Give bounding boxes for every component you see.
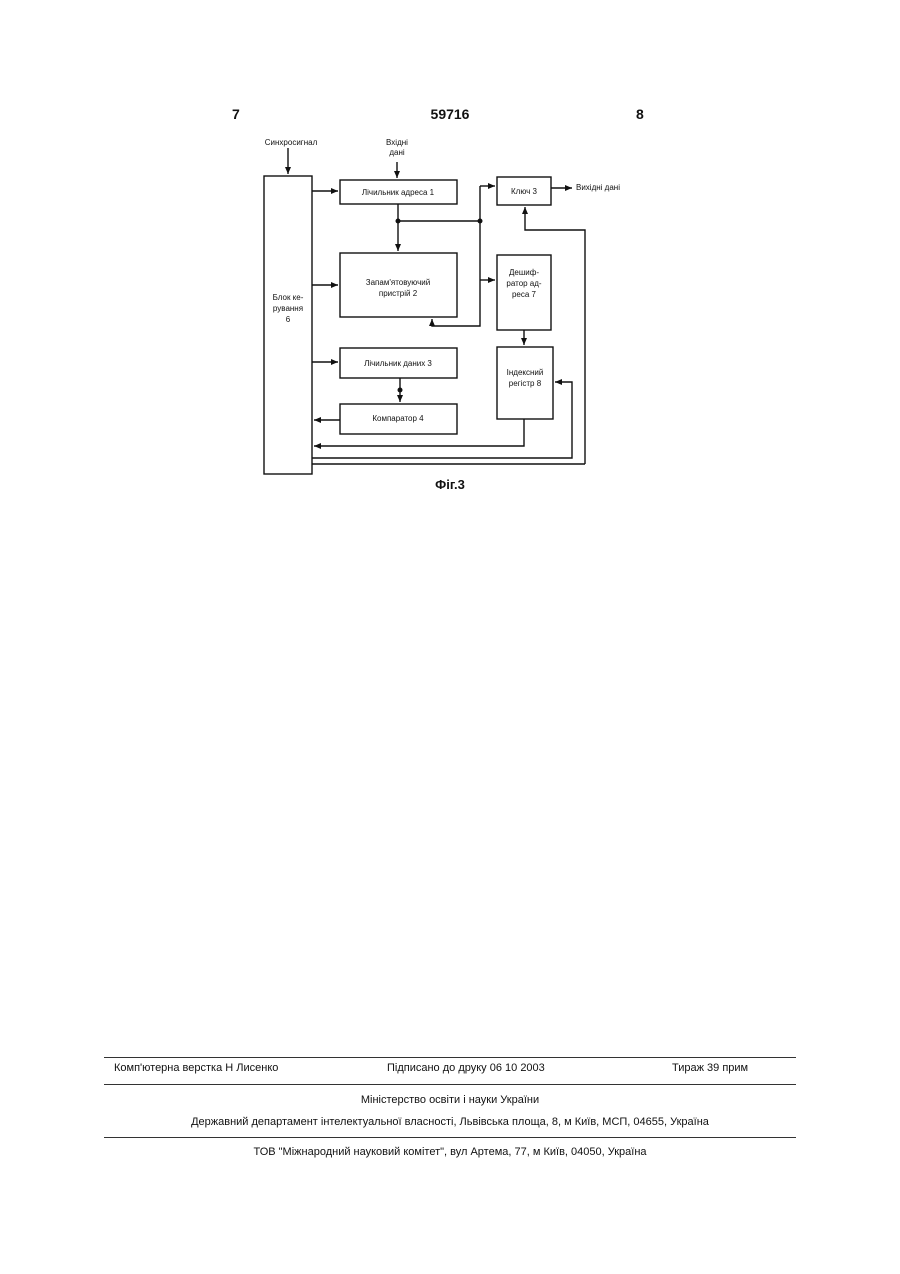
control-unit-label-2: рування: [273, 304, 303, 313]
control-unit-label: Блок ке-: [273, 293, 304, 302]
storage-label-2: пристрій 2: [379, 289, 418, 298]
footer-rule: [104, 1057, 796, 1058]
decoder-label-2: ратор ад-: [506, 279, 542, 288]
footer-signed: Підписано до друку 06 10 2003: [387, 1062, 545, 1074]
feedback-to-key: [525, 207, 585, 464]
junction-dot: [398, 388, 403, 393]
address-counter-label: Лічильник адреса 1: [362, 188, 435, 197]
storage-label: Запам'ятовуючий: [366, 278, 430, 287]
figure-caption: Фіг.3: [0, 477, 900, 492]
footer-rule: [104, 1137, 796, 1138]
sync-input-label: Синхросигнал: [265, 138, 318, 147]
data-counter-label: Лічильник даних 3: [364, 359, 432, 368]
footer-ministry: Міністерство освіти і науки України: [0, 1094, 900, 1106]
footer-publisher: ТОВ "Міжнародний науковий комітет", вул …: [0, 1146, 900, 1158]
index-register-label: Індексний: [507, 368, 544, 377]
key-label: Ключ 3: [511, 187, 538, 196]
decoder-label-3: реса 7: [512, 290, 537, 299]
input-data-label: Вхідні: [386, 138, 408, 147]
decoder-label: Дешиф-: [509, 268, 539, 277]
control-unit-label-3: 6: [286, 315, 291, 324]
control-unit-block: [264, 176, 312, 474]
output-data-label: Вихідні дані: [576, 183, 620, 192]
input-data-label-2: дані: [389, 148, 405, 157]
footer-department: Державний департамент інтелектуальної вл…: [0, 1116, 900, 1128]
footer-circulation: Тираж 39 прим: [672, 1062, 748, 1074]
comparator-label: Компаратор 4: [372, 414, 424, 423]
block-diagram: Синхросигнал Вхідні дані Лічильник адрес…: [0, 0, 900, 500]
footer-rule: [104, 1084, 796, 1085]
junction-dot: [396, 219, 401, 224]
index-register-label-2: регістр 8: [509, 379, 542, 388]
footer-layout-by: Комп'ютерна верстка Н Лисенко: [114, 1062, 278, 1074]
